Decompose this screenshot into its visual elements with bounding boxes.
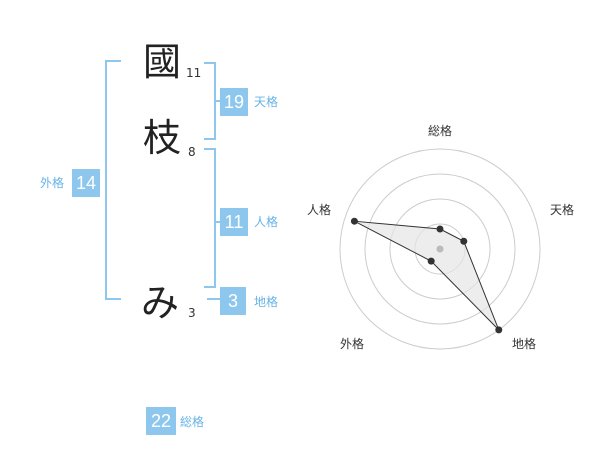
tenkaku-tick [216,100,220,102]
tenkaku-bracket [204,62,216,140]
radar-point [427,257,435,265]
jinkaku-label: 人格 [254,215,279,229]
radar-ring [339,148,541,350]
stroke-count-1: 11 [186,66,202,80]
chikaku-badge: 3 [220,287,246,315]
radar-ring [364,173,516,325]
radar-point [436,225,444,233]
soukaku-badge: 22 [146,407,176,435]
stroke-count-2: 8 [188,145,196,159]
radar-label-tenkaku: 天格 [549,203,574,217]
radar-label-gaikaku: 外格 [339,337,364,351]
radar-label-jinkaku: 人格 [306,203,331,217]
stroke-count-3: 3 [188,306,196,320]
chikaku-tick [207,298,220,300]
name-char-1: 國 [142,40,181,84]
tenkaku-label: 天格 [254,95,279,109]
radar-point [495,326,503,334]
radar-label-soukaku: 総格 [427,124,452,138]
radar-point [460,237,468,245]
tenkaku-badge: 19 [220,88,248,116]
gaikaku-label: 外格 [40,176,65,190]
jinkaku-tick [216,221,220,223]
soukaku-label: 総格 [180,415,205,429]
jinkaku-bracket [204,148,216,288]
radar-points [350,217,503,334]
radar-label-chikaku: 地格 [511,337,536,351]
jinkaku-badge: 11 [220,208,248,236]
chikaku-label: 地格 [254,295,279,309]
name-char-2: 枝 [142,116,181,160]
gaikaku-badge: 14 [72,169,100,197]
radar-point [350,217,358,225]
outer-bracket [105,60,121,300]
radar-ring [389,198,491,300]
radar-shape [354,220,500,331]
name-char-3: み [140,281,179,325]
radar-center-dot [436,245,444,253]
